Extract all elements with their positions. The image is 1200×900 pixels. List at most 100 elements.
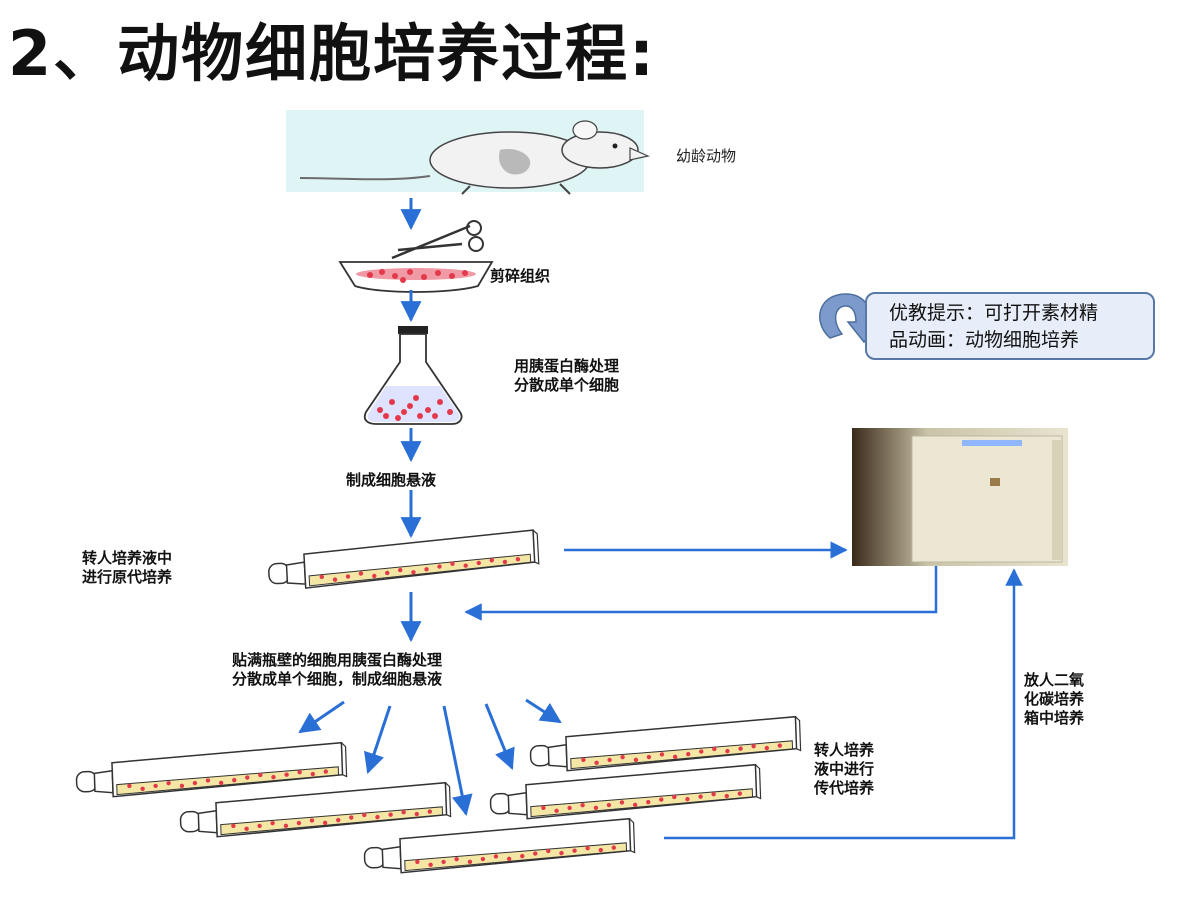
label-mince-tissue: 剪碎组织 bbox=[490, 267, 551, 285]
cell-dot bbox=[284, 772, 289, 777]
cell-dot bbox=[401, 810, 406, 815]
cell-dot bbox=[345, 574, 351, 579]
cell-dot bbox=[388, 812, 393, 817]
cell-dot bbox=[414, 811, 419, 817]
cell-dot bbox=[646, 754, 652, 760]
cell-dot bbox=[179, 783, 185, 789]
passage-flask bbox=[178, 781, 452, 839]
cell-dot bbox=[685, 796, 690, 802]
cell-dot bbox=[607, 757, 612, 763]
cell-dot bbox=[554, 808, 559, 813]
cell-dot bbox=[737, 791, 743, 796]
cell-dot bbox=[349, 815, 354, 820]
cell-dot bbox=[358, 571, 364, 576]
label-co2-line2: 化碳培养 bbox=[1024, 690, 1085, 708]
passage-flask bbox=[74, 741, 348, 799]
cell-dot bbox=[724, 793, 729, 799]
label-co2-line1: 放人二氧 bbox=[1024, 671, 1085, 689]
cell-dot bbox=[493, 854, 499, 859]
label-co2-line3: 箱中培养 bbox=[1024, 709, 1085, 727]
cell-dot bbox=[502, 559, 508, 565]
cell-dot bbox=[515, 557, 521, 562]
cell-dot bbox=[581, 757, 586, 763]
cell-dot bbox=[245, 775, 250, 780]
cell-dot bbox=[594, 760, 599, 765]
cell-dot bbox=[372, 573, 377, 579]
cell-dot bbox=[606, 802, 612, 808]
cell-dot bbox=[559, 850, 564, 856]
cell-dot bbox=[611, 845, 617, 850]
cell-dot bbox=[541, 805, 546, 811]
cell-dot bbox=[699, 749, 704, 754]
cell-dot bbox=[480, 856, 486, 862]
cell-dot bbox=[385, 570, 390, 576]
cell-dot bbox=[546, 848, 551, 854]
cell-dot bbox=[270, 820, 275, 826]
cell-dot bbox=[415, 859, 420, 865]
cell-dot bbox=[332, 577, 338, 582]
cell-dot bbox=[712, 746, 717, 752]
label-trypsin-line2: 分散成单个细胞 bbox=[514, 376, 620, 394]
cell-dot bbox=[751, 744, 756, 749]
cell-dot bbox=[192, 780, 198, 786]
cell-dot bbox=[593, 805, 599, 811]
erlenmeyer-flask bbox=[363, 326, 463, 425]
label-primary-line1: 转人培养液中 bbox=[82, 549, 173, 567]
petri-dish-scissors bbox=[338, 220, 494, 293]
cell-dot bbox=[598, 847, 603, 853]
passage-flask bbox=[362, 817, 636, 875]
cell-dot bbox=[725, 748, 730, 754]
cell-dot bbox=[463, 563, 468, 568]
cell-dot bbox=[323, 769, 329, 774]
cell-dot bbox=[520, 853, 525, 859]
cell-dot bbox=[140, 786, 145, 791]
cell-dot bbox=[428, 862, 433, 867]
cell-dot bbox=[127, 783, 132, 789]
cell-dot bbox=[619, 800, 625, 805]
cell-dot bbox=[231, 823, 236, 829]
cell-dot bbox=[218, 780, 224, 786]
cell-dot bbox=[322, 820, 328, 826]
cell-dot bbox=[258, 772, 263, 778]
cell-dot bbox=[450, 561, 455, 566]
cell-dot bbox=[424, 567, 429, 572]
cell-dot bbox=[777, 743, 783, 748]
cell-dot bbox=[244, 826, 249, 831]
co2-incubator-image bbox=[852, 428, 1068, 566]
label-young-animal: 幼龄动物 bbox=[676, 147, 737, 165]
hint-line1: 优教提示：可打开素材精 bbox=[889, 302, 1099, 324]
cell-dot bbox=[336, 817, 341, 823]
cell-dot bbox=[533, 851, 538, 856]
label-passage-line3: 传代培养 bbox=[814, 779, 875, 797]
cell-dot bbox=[672, 794, 677, 800]
primary-culture-flask bbox=[266, 529, 541, 591]
label-cell-suspension: 制成细胞悬液 bbox=[346, 471, 437, 489]
cell-dot bbox=[283, 823, 289, 829]
label-wall-line1: 贴满瓶壁的细胞用胰蛋白酶处理 bbox=[232, 651, 443, 669]
label-wall-line2: 分散成单个细胞，制成细胞悬液 bbox=[232, 670, 443, 688]
label-passage-line2: 液中进行 bbox=[814, 760, 875, 778]
cell-dot bbox=[441, 859, 446, 865]
page-title: 2、动物细胞培养过程: bbox=[8, 17, 656, 90]
cell-dot bbox=[467, 859, 473, 865]
hint-callout[interactable]: 优教提示：可打开素材精 品动画：动物细胞培养 bbox=[865, 292, 1155, 360]
cell-dot bbox=[572, 848, 577, 853]
cell-dot bbox=[427, 809, 433, 814]
cell-dot bbox=[698, 794, 703, 799]
cell-dot bbox=[153, 783, 158, 789]
hint-line2: 品动画：动物细胞培养 bbox=[889, 329, 1080, 351]
cell-dot bbox=[205, 778, 211, 783]
cell-dot bbox=[166, 780, 171, 786]
cell-dot bbox=[489, 558, 494, 563]
cell-dot bbox=[232, 777, 237, 783]
cell-dot bbox=[580, 802, 585, 808]
cell-dot bbox=[672, 754, 678, 760]
cell-dot bbox=[686, 751, 691, 757]
cell-dot bbox=[585, 846, 590, 851]
cell-dot bbox=[398, 567, 403, 573]
cell-dot bbox=[271, 774, 276, 780]
label-primary-line2: 进行原代培养 bbox=[82, 568, 173, 586]
passage-flask bbox=[528, 715, 802, 773]
cell-dot bbox=[633, 757, 639, 763]
